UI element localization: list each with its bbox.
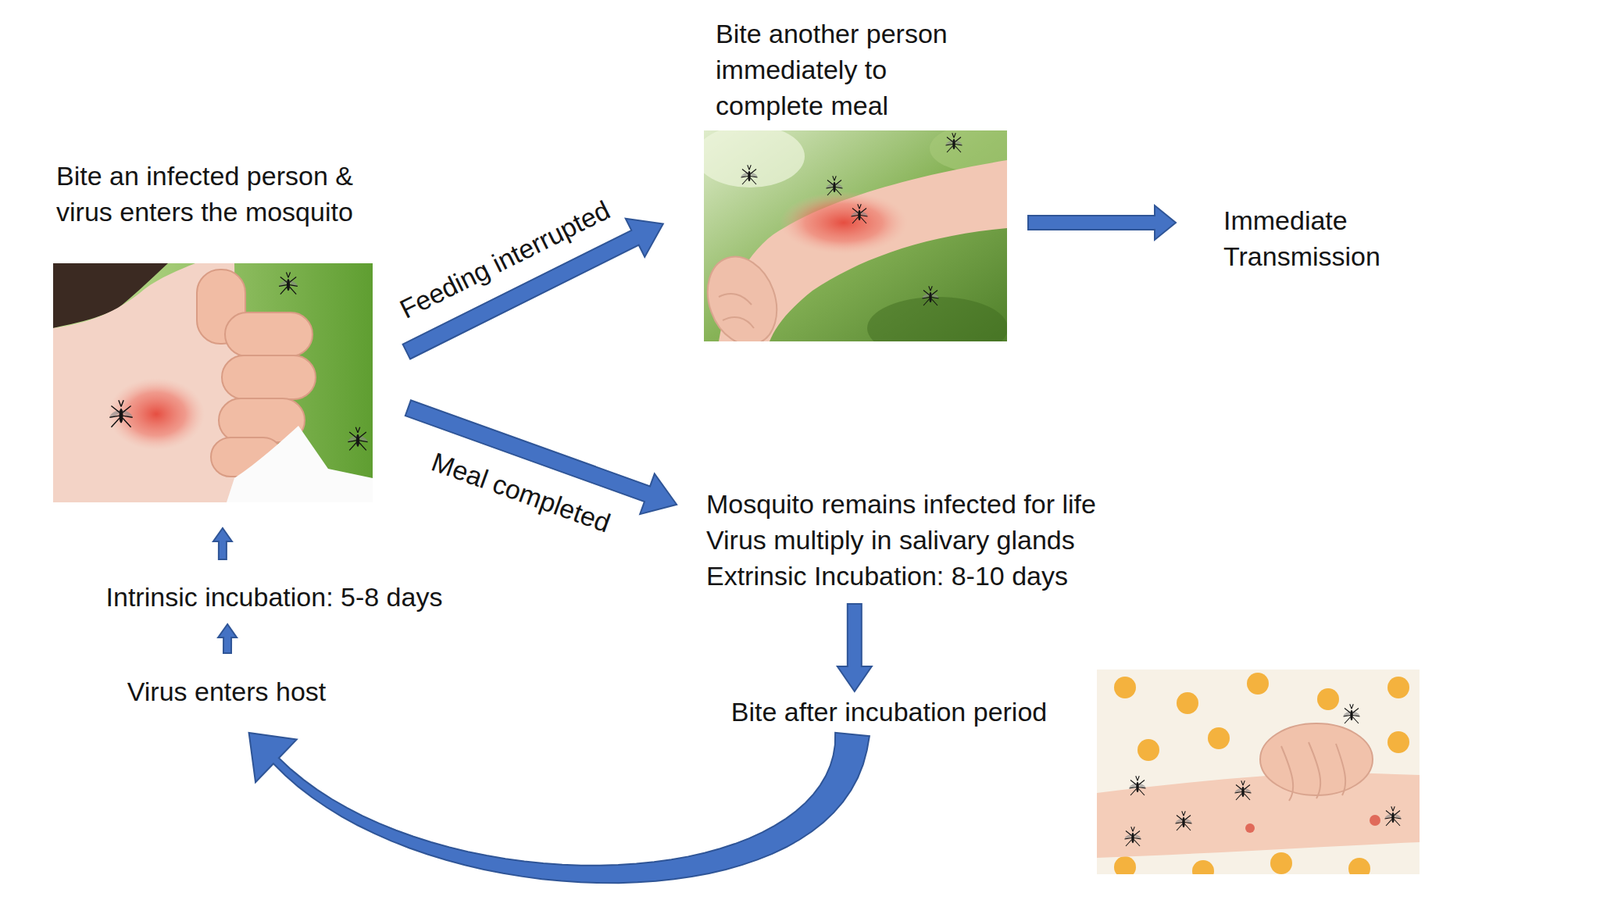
photo-background: [53, 263, 373, 503]
mosquito: [740, 164, 758, 185]
connector-layer: [213, 205, 1176, 883]
mosquito: [278, 272, 299, 295]
step-text: Bite after incubation period: [705, 693, 1073, 730]
mosquito: [850, 203, 868, 224]
finger: [221, 355, 316, 400]
flower: [1137, 739, 1160, 761]
step-text: Immediate Transmission: [1223, 202, 1402, 275]
curled-fingers: [703, 246, 789, 342]
step-text: Intrinsic incubation: 5-8 days: [82, 578, 466, 615]
flower: [1176, 692, 1199, 715]
finger-creases: [718, 293, 754, 329]
mosquito: [1124, 826, 1142, 847]
block-arrow: [1028, 205, 1176, 240]
block-arrow: [249, 732, 870, 883]
mosquito: [1234, 780, 1252, 800]
mosquito: [1175, 810, 1193, 831]
step-text: Bite an infected person & virus enters t…: [56, 157, 371, 230]
flower: [1387, 676, 1410, 699]
block-arrow: [217, 624, 237, 654]
arrow-label: Feeding interrupted: [394, 193, 615, 325]
mosquito: [825, 175, 843, 196]
arrow-label: Meal completed: [428, 445, 615, 539]
flower: [1317, 688, 1340, 711]
lace-collar: [226, 425, 373, 503]
step-text: Virus enters host: [114, 673, 339, 710]
bite-spot: [1245, 823, 1255, 833]
mosquito-stage: Mosquito remains infected for lifeVirus …: [703, 485, 1172, 602]
step-text: Bite another person immediately to compl…: [715, 15, 966, 124]
step-with-photo: Bite another person immediately to compl…: [701, 15, 1010, 344]
block-arrow: [213, 528, 233, 560]
mosquito: [1342, 703, 1361, 724]
cycle-step: Bite after incubation period: [705, 693, 1073, 735]
finger-lines: [1281, 742, 1346, 801]
step-text: Mosquito remains infected for life: [706, 485, 1169, 522]
flower: [1114, 676, 1136, 699]
mosquito: [109, 400, 133, 428]
scratching-hand: [1260, 723, 1373, 796]
flower: [1114, 856, 1136, 875]
finger: [225, 312, 313, 357]
bite-rash: [107, 378, 205, 450]
arm-skin: [1096, 771, 1420, 858]
bite-spot: [1369, 814, 1381, 826]
flower: [1270, 852, 1293, 875]
cycle-step: Intrinsic incubation: 5-8 days: [82, 578, 466, 620]
photo-neck-bite: [53, 263, 373, 503]
mosquito: [1384, 806, 1402, 826]
flower: [1348, 857, 1371, 875]
photo-arm-bite: [1096, 669, 1420, 875]
photo-background: [1096, 669, 1420, 875]
background-blur: [703, 130, 805, 188]
flower: [1192, 860, 1215, 875]
outcome-step: Immediate Transmission: [1218, 202, 1407, 281]
step-text: Extrinsic Incubation: 8-10 days: [706, 557, 1169, 594]
mosquito: [347, 427, 368, 451]
mosquito: [921, 285, 940, 306]
mosquito: [945, 132, 963, 153]
flower: [1387, 731, 1410, 754]
background-blur: [867, 296, 1008, 342]
cycle-step: Virus enters host: [114, 673, 339, 715]
block-arrow: [837, 603, 872, 692]
step-with-photo: Bite an infected person & virus enters t…: [51, 157, 375, 505]
mosquito: [1128, 775, 1147, 796]
step-text: Virus multiply in salivary glands: [706, 521, 1169, 558]
flower: [1207, 727, 1230, 750]
bite-rash: [779, 191, 908, 254]
photo-hand-bite: [703, 130, 1008, 342]
flower: [1246, 672, 1269, 695]
